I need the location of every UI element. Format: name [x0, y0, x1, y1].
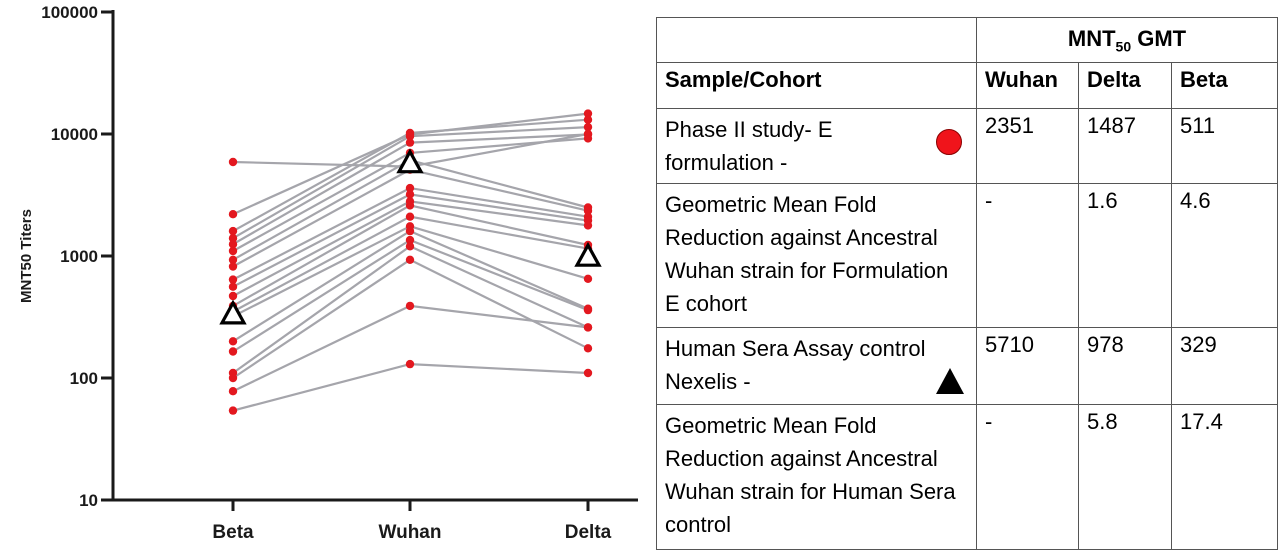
value-delta: 5.8 — [1078, 404, 1172, 550]
table-header-row: Sample/Cohort Wuhan Delta Beta — [656, 62, 1278, 109]
data-point — [405, 359, 415, 369]
y-tick-label: 100 — [70, 369, 98, 388]
data-point — [405, 301, 415, 311]
cohort-cell: Geometric Mean Fold Reduction against An… — [656, 404, 977, 550]
column-header-wuhan: Wuhan — [976, 62, 1079, 109]
table-row: Geometric Mean Fold Reduction against An… — [656, 183, 1278, 328]
x-tick-label: Wuhan — [379, 522, 442, 543]
red-circle-icon — [936, 129, 962, 155]
control-triangle-marker — [396, 148, 424, 174]
data-point — [405, 235, 415, 245]
data-point — [405, 138, 415, 147]
data-point — [228, 275, 238, 284]
value-beta: 511 — [1171, 108, 1278, 184]
column-header-delta: Delta — [1078, 62, 1172, 109]
x-tick-label: Delta — [565, 522, 612, 543]
column-header-cohort: Sample/Cohort — [656, 62, 977, 109]
sample-line — [232, 362, 589, 412]
control-triangle-marker — [574, 241, 602, 267]
table-corner-cell — [656, 17, 977, 63]
data-point — [583, 122, 593, 132]
y-tick-label: 1000 — [60, 247, 98, 266]
data-point — [228, 282, 238, 291]
table-row: Human Sera Assay control Nexelis - 5710 … — [656, 327, 1278, 405]
value-delta: 1487 — [1078, 108, 1172, 184]
control-triangle-marker — [219, 299, 247, 325]
data-point — [405, 201, 415, 210]
data-point — [405, 190, 415, 199]
cohort-label: Phase II study- E formulation - — [665, 117, 833, 175]
data-point — [228, 255, 238, 264]
data-point — [583, 274, 593, 283]
data-point — [228, 373, 238, 383]
data-point — [228, 210, 238, 219]
data-point — [583, 115, 593, 124]
y-tick-label: 10000 — [51, 125, 98, 144]
cohort-cell: Geometric Mean Fold Reduction against An… — [656, 183, 977, 328]
cohort-label: Geometric Mean Fold Reduction against An… — [665, 192, 949, 316]
black-triangle-icon — [936, 368, 964, 394]
cohort-cell: Human Sera Assay control Nexelis - — [656, 327, 977, 405]
value-delta: 978 — [1078, 327, 1172, 405]
data-point — [228, 291, 238, 301]
y-axis-label: MNT50 Titers — [18, 209, 35, 303]
column-header-beta: Beta — [1171, 62, 1278, 109]
cohort-label: Geometric Mean Fold Reduction against An… — [665, 413, 956, 537]
gmt-table: MNT50 GMT Sample/Cohort Wuhan Delta Beta… — [656, 17, 1278, 550]
data-point — [228, 406, 238, 415]
value-wuhan: - — [976, 404, 1079, 550]
data-point — [405, 212, 415, 221]
data-point — [583, 134, 593, 143]
data-point — [228, 234, 238, 243]
data-point — [583, 305, 593, 315]
table-group-header-row: MNT50 GMT — [656, 17, 1278, 63]
data-point — [228, 157, 238, 167]
control-markers — [219, 148, 602, 325]
value-wuhan: 2351 — [976, 108, 1079, 184]
data-point — [228, 246, 238, 256]
data-point — [405, 255, 415, 264]
value-beta: 4.6 — [1171, 183, 1278, 328]
value-beta: 329 — [1171, 327, 1278, 405]
data-point — [583, 221, 593, 230]
data-point — [583, 206, 593, 215]
value-wuhan: - — [976, 183, 1079, 328]
y-tick-label: 100000 — [41, 3, 98, 22]
table-row: Geometric Mean Fold Reduction against An… — [656, 404, 1278, 550]
data-point — [583, 344, 593, 353]
data-point — [583, 109, 593, 118]
data-point — [405, 183, 415, 193]
y-tick-label: 10 — [79, 491, 98, 510]
data-point — [583, 323, 593, 332]
cohort-cell: Phase II study- E formulation - — [656, 108, 977, 184]
data-point — [228, 240, 238, 249]
data-point — [405, 226, 415, 236]
data-point — [228, 337, 238, 346]
value-wuhan: 5710 — [976, 327, 1079, 405]
data-point — [583, 368, 593, 378]
data-point — [228, 347, 238, 356]
value-delta: 1.6 — [1078, 183, 1172, 328]
data-point — [405, 132, 415, 141]
data-point — [228, 387, 238, 396]
data-point — [405, 242, 415, 251]
x-tick-label: Beta — [212, 522, 254, 543]
data-point — [228, 226, 238, 236]
data-point — [228, 262, 238, 271]
table-row: Phase II study- E formulation - 2351 148… — [656, 108, 1278, 184]
table-group-header: MNT50 GMT — [976, 17, 1278, 63]
value-beta: 17.4 — [1171, 404, 1278, 550]
cohort-label: Human Sera Assay control Nexelis - — [665, 336, 926, 394]
